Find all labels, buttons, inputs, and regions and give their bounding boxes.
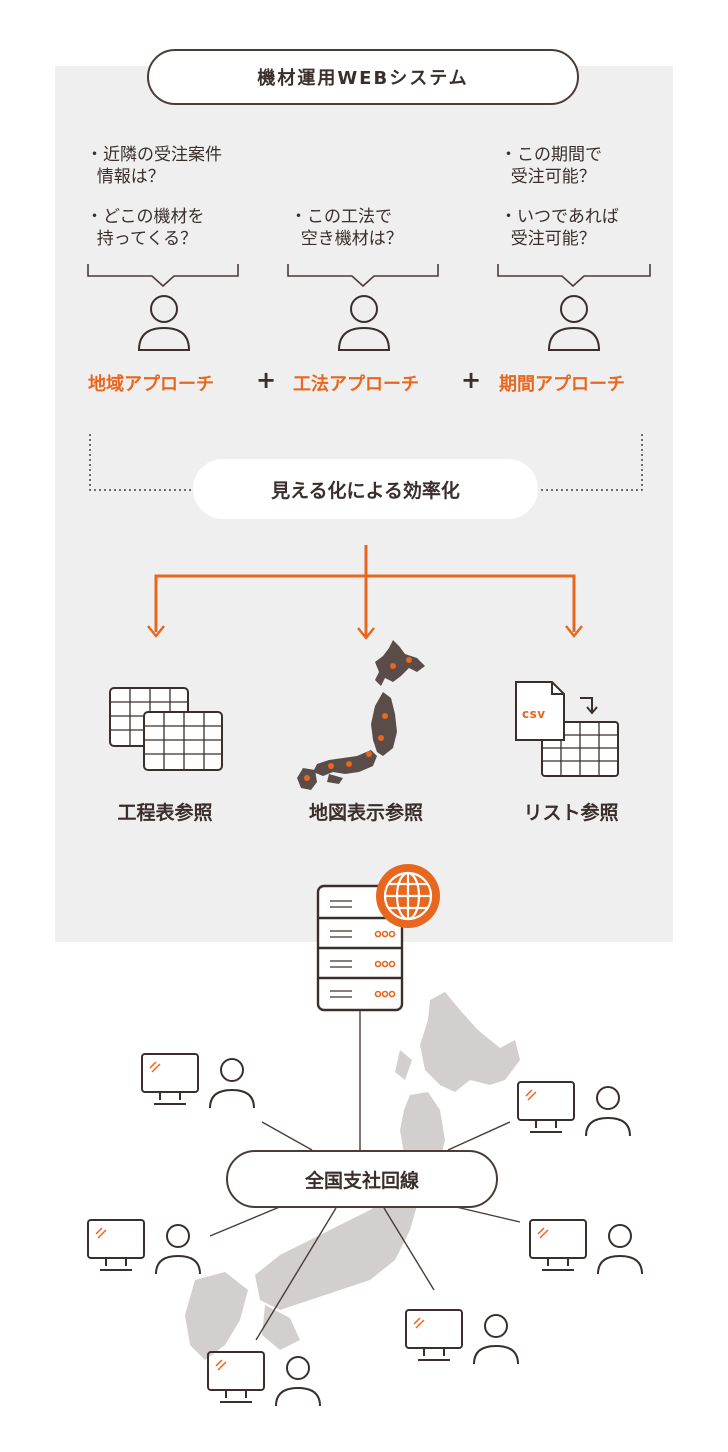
question-brackets: [87, 264, 651, 288]
question-left-2: ・どこの機材を 持ってくる？: [86, 207, 205, 249]
approach-period: 期間アプローチ: [499, 374, 625, 395]
network-text: 全国支社回線: [304, 1169, 419, 1192]
approach-region: 地域アプローチ: [88, 374, 214, 395]
schedule-table-icon: [109, 687, 223, 771]
csv-label: csv: [522, 707, 546, 721]
arrow-head-middle: [357, 627, 375, 640]
japan-map-icon: [297, 640, 425, 790]
globe-icon: [376, 864, 440, 928]
visualization-text: 見える化による効率化: [271, 479, 460, 502]
reference-map: 地図表示参照: [308, 802, 423, 824]
person-icon-left: [137, 295, 191, 351]
plus-sign-2: +: [461, 366, 482, 394]
server-icon: [316, 864, 440, 1012]
computer-user-icon-top-left: [141, 1053, 255, 1109]
network-pill: 全国支社回線: [226, 1150, 498, 1208]
system-title: 機材運用WEBシステム: [147, 49, 579, 105]
csv-list-icon: csv: [515, 681, 619, 777]
arrow-head-right: [565, 625, 583, 638]
arrow-head-left: [147, 625, 165, 638]
plus-sign-1: +: [256, 366, 277, 394]
visualization-pill: 見える化による効率化: [193, 459, 538, 519]
computer-user-icon-top-right: [517, 1081, 631, 1137]
computer-user-icon-mid-left: [87, 1219, 201, 1275]
reference-schedule: 工程表参照: [117, 802, 213, 824]
person-icon-right: [547, 295, 601, 351]
computer-user-icon-bottom-left: [207, 1351, 321, 1407]
approach-method: 工法アプローチ: [293, 374, 419, 395]
computer-user-icon-mid-right: [529, 1219, 643, 1275]
computer-user-icon-bottom-center: [405, 1309, 519, 1365]
question-right-2: ・いつであれば 受注可能？: [500, 207, 619, 249]
question-left-1: ・近隣の受注案件 情報は？: [86, 145, 222, 187]
person-icon-middle: [337, 295, 391, 351]
reference-list: リスト参照: [523, 802, 619, 824]
question-right-1: ・この期間で 受注可能？: [500, 145, 602, 187]
question-middle-1: ・この工法で 空き機材は？: [290, 207, 403, 249]
system-title-text: 機材運用WEBシステム: [257, 68, 469, 89]
dotted-connectors: [89, 434, 643, 491]
branch-arrows: [147, 545, 583, 640]
